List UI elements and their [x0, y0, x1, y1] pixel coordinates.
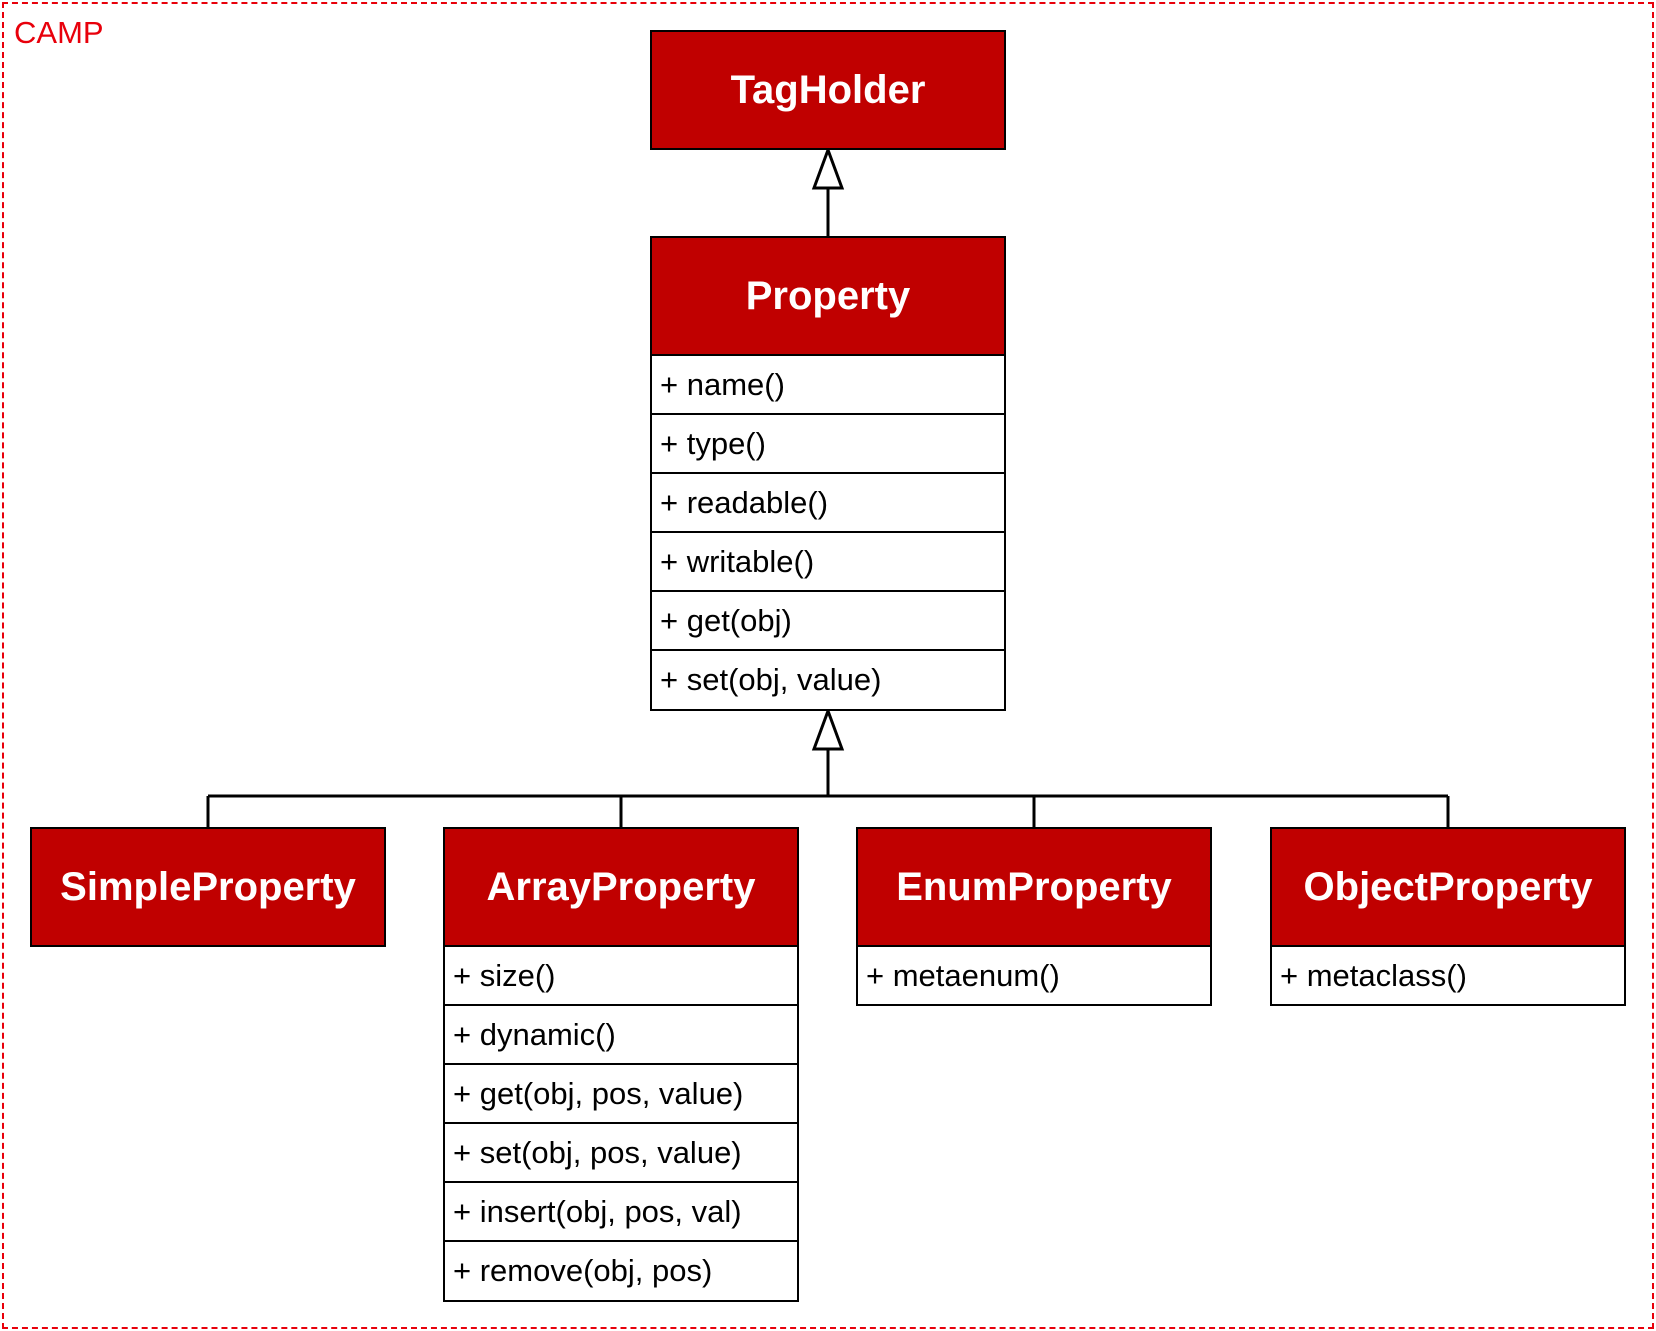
method-row: + writable() — [652, 531, 1004, 590]
method-row: + get(obj, pos, value) — [445, 1063, 797, 1122]
class-name: EnumProperty — [858, 829, 1210, 945]
class-property: Property + name() + type() + readable() … — [650, 236, 1006, 711]
method-row: + type() — [652, 413, 1004, 472]
method-row: + insert(obj, pos, val) — [445, 1181, 797, 1240]
method-row: + get(obj) — [652, 590, 1004, 649]
method-row: + name() — [652, 354, 1004, 413]
method-row: + readable() — [652, 472, 1004, 531]
method-row: + remove(obj, pos) — [445, 1240, 797, 1299]
method-row: + dynamic() — [445, 1004, 797, 1063]
class-simpleproperty: SimpleProperty — [30, 827, 386, 947]
class-objectproperty: ObjectProperty + metaclass() — [1270, 827, 1626, 1006]
method-row: + set(obj, pos, value) — [445, 1122, 797, 1181]
method-row: + metaclass() — [1272, 945, 1624, 1004]
method-row: + set(obj, value) — [652, 649, 1004, 708]
class-name: SimpleProperty — [32, 829, 384, 945]
class-name: ArrayProperty — [445, 829, 797, 945]
tagholder-generalization-arrowhead — [811, 145, 845, 190]
class-name: TagHolder — [652, 32, 1004, 148]
class-tagholder: TagHolder — [650, 30, 1006, 150]
class-enumproperty: EnumProperty + metaenum() — [856, 827, 1212, 1006]
package-label: CAMP — [14, 15, 104, 50]
property-generalization-arrowhead — [811, 706, 845, 751]
method-row: + size() — [445, 945, 797, 1004]
class-arrayproperty: ArrayProperty + size() + dynamic() + get… — [443, 827, 799, 1302]
class-name: ObjectProperty — [1272, 829, 1624, 945]
class-name: Property — [652, 238, 1004, 354]
method-row: + metaenum() — [858, 945, 1210, 1004]
